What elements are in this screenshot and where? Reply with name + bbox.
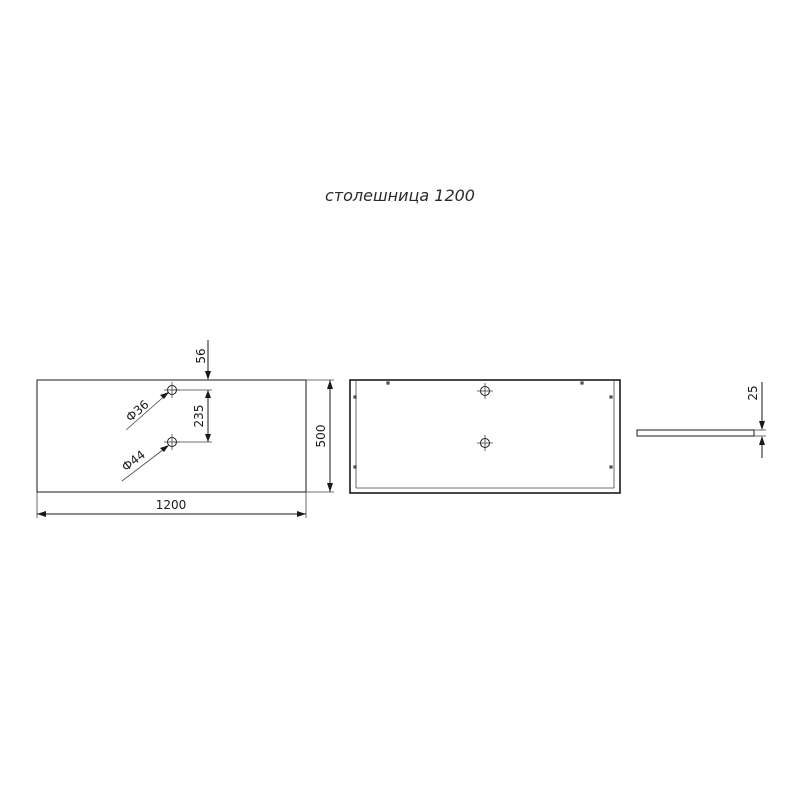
top-view: 56 235 Ф36 Ф44 500 1200	[36, 340, 334, 518]
hole-36-label: Ф36	[123, 397, 152, 424]
side-panel-outline	[636, 429, 755, 437]
side-view: 25	[636, 382, 766, 458]
dim-25-label: 25	[746, 385, 760, 400]
underside-panel-outline	[349, 379, 621, 494]
underside-hole-bottom	[477, 435, 493, 451]
dim-500-label: 500	[314, 425, 328, 448]
underside-view	[349, 379, 621, 494]
underside-hole-top	[477, 383, 493, 399]
dim-1200-label: 1200	[156, 498, 187, 512]
top-view-panel-outline	[36, 379, 307, 493]
hole-44-label: Ф44	[119, 447, 148, 474]
dim-235-label: 235	[192, 405, 206, 428]
dim-56-label: 56	[194, 348, 208, 363]
drawing-title: столешница 1200	[325, 186, 475, 205]
